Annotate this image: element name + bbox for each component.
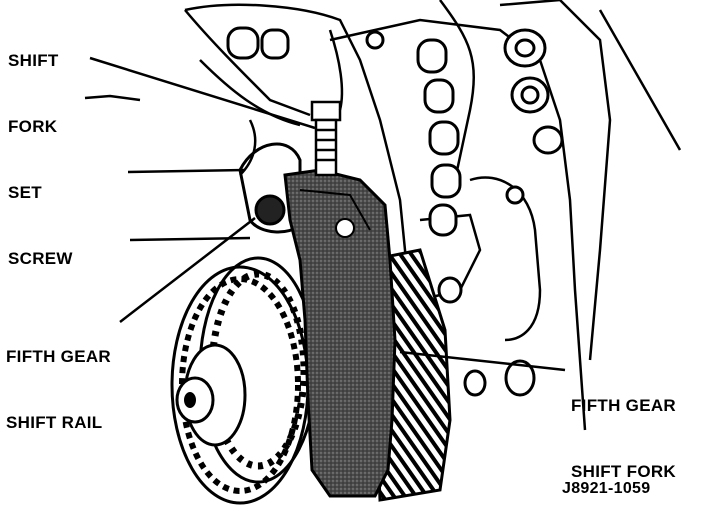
shift-fork-label-line: SHIFT FORK bbox=[571, 462, 676, 481]
set-screw-label-line: SET bbox=[8, 183, 42, 202]
case-bolt-bosses bbox=[365, 28, 564, 397]
shift-rail-label-line: FIFTH GEAR bbox=[6, 347, 111, 366]
set-screw-label-line: SCREW bbox=[8, 249, 73, 268]
diagram: SHIFT FORK SET SCREW FIFTH GEAR SHIFT RA… bbox=[6, 0, 682, 505]
shift-fork-label: FIFTH GEAR SHIFT FORK bbox=[571, 351, 676, 527]
set-screw-label-line: FORK bbox=[8, 117, 58, 136]
leader-lines bbox=[84, 56, 566, 372]
transmission-illustration bbox=[84, 0, 682, 505]
set-screw-label: SHIFT FORK SET SCREW bbox=[8, 6, 73, 314]
set-screw-label-line: SHIFT bbox=[8, 51, 59, 70]
shift-rail-label-line: SHIFT RAIL bbox=[6, 413, 103, 432]
set-screw bbox=[310, 100, 342, 177]
fifth-gear-shift-fork bbox=[283, 168, 397, 498]
shift-rail-label: FIFTH GEAR SHIFT RAIL bbox=[6, 302, 111, 478]
shift-fork-label-line: FIFTH GEAR bbox=[571, 396, 676, 415]
figure-id: J8921-1059 bbox=[562, 480, 651, 497]
synchronizer-gear bbox=[170, 256, 318, 505]
case-ribs bbox=[226, 26, 462, 237]
shift-rail bbox=[238, 142, 302, 234]
